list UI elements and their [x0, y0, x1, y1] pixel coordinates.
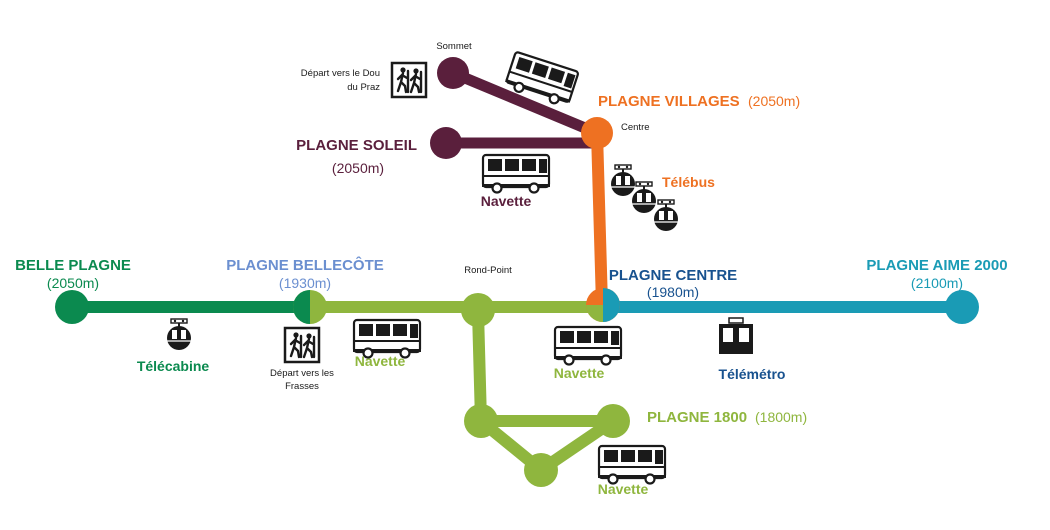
- transport-label-telemetro: Télémétro: [719, 366, 786, 382]
- hiker-icon: [390, 61, 428, 99]
- transport-label-navette-centre: Navette: [554, 365, 605, 381]
- hiking-label-dou-line1: Départ vers le Dou: [301, 68, 380, 79]
- node-plagne-soleil[interactable]: [430, 127, 462, 159]
- station-altitude-plagne-centre: (1980m): [647, 284, 699, 300]
- node-plagne-1800[interactable]: [596, 404, 630, 438]
- hiking-label-frasses-line2: Frasses: [285, 381, 319, 392]
- station-label-belle-plagne: BELLE PLAGNE: [15, 257, 131, 274]
- node-plagne-bellecote[interactable]: [293, 290, 327, 324]
- transport-label-navette-1800: Navette: [598, 481, 649, 497]
- station-label-centre: Centre: [621, 122, 650, 133]
- gondola-cabin-icon: [653, 199, 679, 232]
- node-belle-plagne[interactable]: [55, 290, 89, 324]
- station-label-sommet: Sommet: [436, 41, 472, 52]
- station-altitude-plagne-1800: (1800m): [755, 409, 807, 425]
- gondola-cabin-icon: [166, 318, 192, 351]
- station-label-plagne-1800: PLAGNE 1800: [647, 409, 747, 426]
- bus-icon: [480, 153, 552, 194]
- line-sommet-villages: [447, 67, 603, 139]
- transport-label-navette-soleil: Navette: [481, 193, 532, 209]
- station-label-plagne-centre: PLAGNE CENTRE: [609, 267, 737, 284]
- line-telebus: [591, 127, 608, 311]
- node-rond-point-lower: [464, 404, 498, 438]
- node-sommet[interactable]: [437, 57, 469, 89]
- station-altitude-plagne-bellecote: (1930m): [279, 275, 331, 291]
- gondola-cabin-icon: [631, 181, 657, 214]
- hiker-icon: [283, 326, 321, 364]
- transport-label-telebus: Télébus: [662, 174, 715, 190]
- hiking-label-dou-line2: du Praz: [347, 82, 380, 93]
- bus-icon: [596, 444, 668, 485]
- station-label-rond-point: Rond-Point: [464, 265, 512, 276]
- station-label-plagne-aime-2000: PLAGNE AIME 2000: [866, 257, 1007, 274]
- station-altitude-belle-plagne: (2050m): [47, 275, 99, 291]
- node-1800-bottom: [524, 453, 558, 487]
- transport-label-navette-bellecote: Navette: [355, 353, 406, 369]
- bus-icon: [552, 325, 624, 366]
- node-plagne-aime-2000[interactable]: [945, 290, 979, 324]
- station-altitude-plagne-aime-2000: (2100m): [911, 275, 963, 291]
- node-rond-point[interactable]: [461, 293, 495, 327]
- gondola-cabin-icon: [610, 164, 636, 197]
- station-label-plagne-villages: PLAGNE VILLAGES: [598, 93, 740, 110]
- hiking-label-frasses-line1: Départ vers les: [270, 368, 334, 379]
- node-plagne-centre[interactable]: [586, 288, 620, 322]
- station-label-plagne-soleil: PLAGNE SOLEIL: [296, 137, 417, 154]
- transport-label-telecabine: Télécabine: [137, 358, 210, 374]
- node-plagne-villages[interactable]: [581, 117, 613, 149]
- station-altitude-plagne-villages: (2050m): [748, 93, 800, 109]
- telemetro-cabin-icon: [718, 317, 754, 355]
- station-label-plagne-bellecote: PLAGNE BELLECÔTE: [226, 256, 384, 274]
- station-altitude-plagne-soleil: (2050m): [332, 160, 384, 176]
- bus-icon: [351, 318, 423, 359]
